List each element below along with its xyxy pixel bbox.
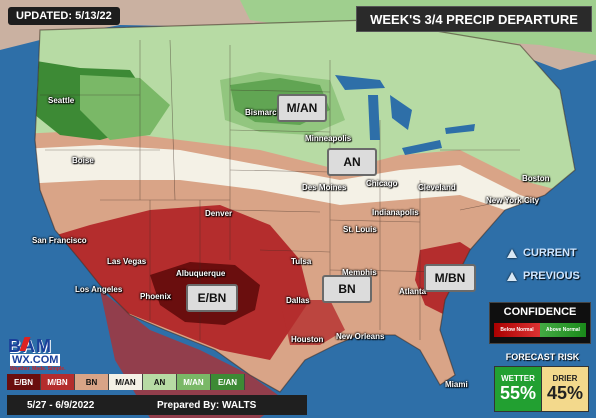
city-label: Las Vegas <box>107 257 147 266</box>
drier-value: 45% <box>546 383 584 403</box>
legend-item: E/BN <box>7 374 41 390</box>
confidence-title: CONFIDENCE <box>503 306 577 318</box>
legend-item: M/BN <box>41 374 75 390</box>
lake-erie <box>402 140 442 155</box>
zone-label-m-bn: M/BN <box>424 264 476 292</box>
state-borders <box>34 19 576 393</box>
bam-wx-logo: BAM WX.COM Weather. Made. Simple. <box>8 336 70 372</box>
city-label: New Orleans <box>336 332 385 341</box>
prepared-by: Prepared By: WALTS <box>157 399 257 411</box>
city-label: Los Angeles <box>75 285 123 294</box>
legend-item: M/AN <box>177 374 211 390</box>
date-range: 5/27 - 6/9/2022 <box>27 399 95 411</box>
confidence-below: Below Normal <box>494 323 540 337</box>
logo-wx: WX.COM <box>10 354 61 366</box>
confidence-bar: Below Normal Above Normal <box>494 323 586 337</box>
lake-huron <box>390 95 412 130</box>
city-label: Bismarck <box>245 108 282 117</box>
confidence-above: Above Normal <box>540 323 586 337</box>
wetter-value: 55% <box>499 383 537 403</box>
wetter-box: WETTER 55% <box>494 366 542 412</box>
city-label: Des Moines <box>302 183 347 192</box>
legend-item: M/AN <box>109 374 143 390</box>
up-arrow-icon <box>507 271 517 281</box>
zone-label-bn: BN <box>322 275 372 303</box>
updated-badge: UPDATED: 5/13/22 <box>8 7 120 25</box>
city-label: Albuquerque <box>176 269 226 278</box>
footer-bar: 5/27 - 6/9/2022 Prepared By: WALTS <box>7 395 307 415</box>
city-label: Boise <box>72 156 94 165</box>
city-label: Dallas <box>286 296 310 305</box>
logo-slogan: Weather. Made. Simple. <box>10 366 66 372</box>
city-label: Atlanta <box>399 287 427 296</box>
forecast-risk-title: FORECAST RISK <box>505 352 580 362</box>
city-label: Phoenix <box>140 292 172 301</box>
city-label: San Francisco <box>32 236 87 245</box>
city-label: Cleveland <box>418 183 456 192</box>
city-label: Memphis <box>342 268 377 277</box>
drier-label: DRIER <box>552 374 578 383</box>
city-label: New York City <box>486 196 540 205</box>
confidence-panel: CONFIDENCE Below Normal Above Normal <box>489 302 591 344</box>
legend-item: E/AN <box>211 374 245 390</box>
city-label: Boston <box>522 174 550 183</box>
drier-box: DRIER 45% <box>541 366 589 412</box>
zone-label-e-bn: E/BN <box>186 284 238 312</box>
previous-button[interactable]: PREVIOUS <box>507 270 580 282</box>
lake-michigan <box>368 95 380 140</box>
city-label: Indianapolis <box>372 208 419 217</box>
zone-label-m-an: M/AN <box>277 94 327 122</box>
wetter-label: WETTER <box>501 374 535 383</box>
lake-superior <box>335 75 385 90</box>
city-label: Tulsa <box>291 257 312 266</box>
logo-name: BAM <box>8 336 52 356</box>
current-button[interactable]: CURRENT <box>507 247 577 259</box>
city-label: St. Louis <box>343 225 377 234</box>
city-label: Houston <box>291 335 324 344</box>
city-label: Seattle <box>48 96 75 105</box>
lake-ontario <box>445 124 475 134</box>
color-legend: E/BN M/BN BN M/AN AN M/AN E/AN <box>7 374 245 390</box>
city-label: Denver <box>205 209 233 218</box>
map-title: WEEK'S 3/4 PRECIP DEPARTURE <box>356 6 592 32</box>
zone-label-an: AN <box>327 148 377 176</box>
city-label: Minneapolis <box>305 134 352 143</box>
city-label: Miami <box>445 380 468 389</box>
city-label: Chicago <box>366 179 398 188</box>
legend-item: AN <box>143 374 177 390</box>
legend-item: BN <box>75 374 109 390</box>
up-arrow-icon <box>507 248 517 258</box>
